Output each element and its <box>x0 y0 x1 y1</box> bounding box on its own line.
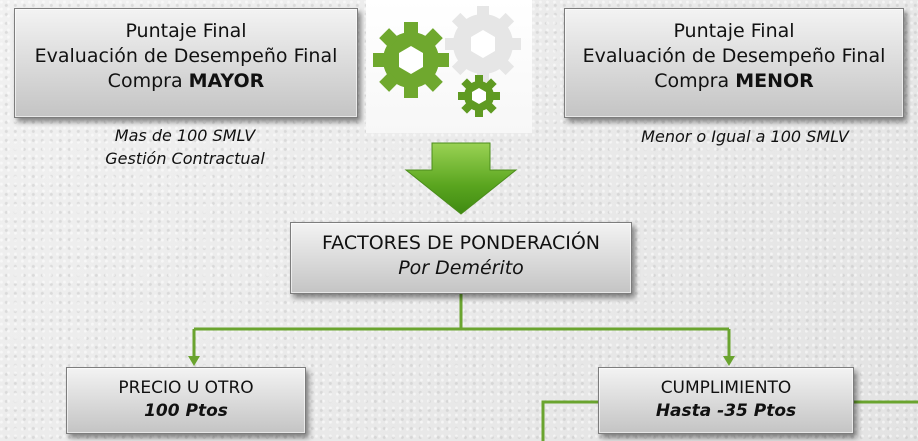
precio-value: 100 Ptos <box>144 401 228 421</box>
connector-sub-left <box>541 400 598 441</box>
connector-arrowhead-right <box>723 356 735 366</box>
mayor-note: Mas de 100 SMLV Gestión Contractual <box>60 124 310 170</box>
down-arrow-icon <box>404 142 518 215</box>
compra-mayor-line3: Compra MAYOR <box>15 69 357 94</box>
connector-arrowhead-left <box>188 356 200 366</box>
mayor-note-line2: Gestión Contractual <box>105 149 265 168</box>
cumplimiento-box: CUMPLIMIENTO Hasta -35 Ptos <box>598 367 854 434</box>
menor-note-line1: Menor o Igual a 100 SMLV <box>641 127 849 146</box>
factores-ponderacion-box: FACTORES DE PONDERACIÓN Por Demérito <box>290 222 632 294</box>
cumplimiento-title: CUMPLIMIENTO <box>660 378 792 398</box>
compra-mayor-line1: Puntaje Final <box>125 20 247 42</box>
mayor-note-line1: Mas de 100 SMLV <box>114 126 256 145</box>
menor-note: Menor o Igual a 100 SMLV <box>620 125 870 148</box>
compra-mayor-line2: Evaluación de Desempeño Final <box>34 45 338 67</box>
compra-menor-line1: Puntaje Final <box>673 20 795 42</box>
compra-mayor-prefix: Compra <box>107 70 189 92</box>
precio-box: PRECIO U OTRO 100 Ptos <box>66 367 306 434</box>
factores-title: FACTORES DE PONDERACIÓN <box>321 232 601 254</box>
gears-image <box>366 0 532 133</box>
compra-menor-prefix: Compra <box>654 70 736 92</box>
compra-menor-line3: Compra MENOR <box>565 69 903 94</box>
compra-mayor-strong: MAYOR <box>188 70 265 92</box>
cumplimiento-value: Hasta -35 Ptos <box>655 401 797 421</box>
compra-mayor-box: Puntaje Final Evaluación de Desempeño Fi… <box>14 8 358 118</box>
factores-subtitle: Por Demérito <box>398 257 524 279</box>
precio-title: PRECIO U OTRO <box>118 378 254 398</box>
compra-menor-line2: Evaluación de Desempeño Final <box>582 45 886 67</box>
gears-icon <box>373 6 521 117</box>
compra-menor-box: Puntaje Final Evaluación de Desempeño Fi… <box>564 8 904 118</box>
compra-menor-strong: MENOR <box>735 70 814 92</box>
